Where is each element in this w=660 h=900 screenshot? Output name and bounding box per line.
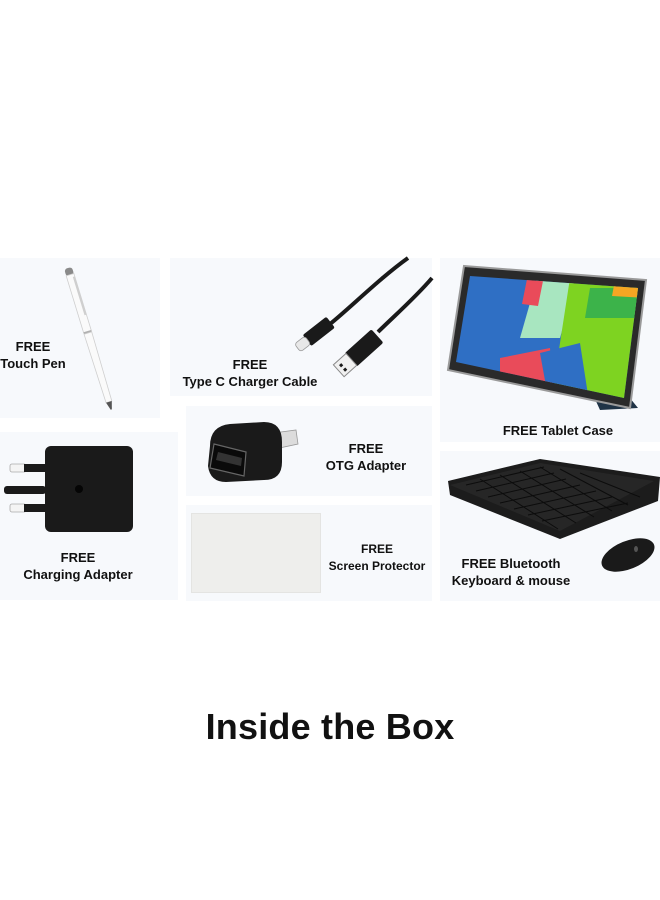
touch-pen-label: FREE Touch Pen (0, 339, 66, 371)
otg-adapter-panel: FREE OTG Adapter (186, 406, 432, 496)
tablet-case-label: FREE Tablet Case (502, 423, 614, 438)
tablet-case-image (446, 264, 648, 410)
type-c-cable-label: FREE Type C Charger Cable (182, 357, 318, 389)
screen-protector-image (191, 513, 321, 593)
charging-adapter-panel: FREE Charging Adapter (0, 432, 178, 600)
otg-adapter-label: FREE OTG Adapter (325, 441, 407, 473)
screen-protector-panel: FREE Screen Protector (186, 505, 432, 601)
tablet-case-panel: FREE Tablet Case (440, 258, 660, 442)
touch-pen-panel: FREE Touch Pen (0, 258, 160, 418)
charging-adapter-image (4, 446, 133, 532)
charging-adapter-label: FREE Charging Adapter (23, 550, 133, 582)
screen-protector-label: FREE Screen Protector (328, 542, 426, 573)
type-c-cable-image (295, 256, 434, 378)
keyboard-mouse-image (448, 459, 660, 572)
keyboard-mouse-label: FREE Bluetooth Keyboard & mouse (451, 556, 571, 588)
keyboard-mouse-panel: FREE Bluetooth Keyboard & mouse (440, 451, 660, 601)
page-title: Inside the Box (205, 706, 455, 747)
touch-pen-image (64, 267, 113, 410)
otg-adapter-image (208, 422, 299, 482)
type-c-cable-panel: FREE Type C Charger Cable (170, 256, 434, 396)
